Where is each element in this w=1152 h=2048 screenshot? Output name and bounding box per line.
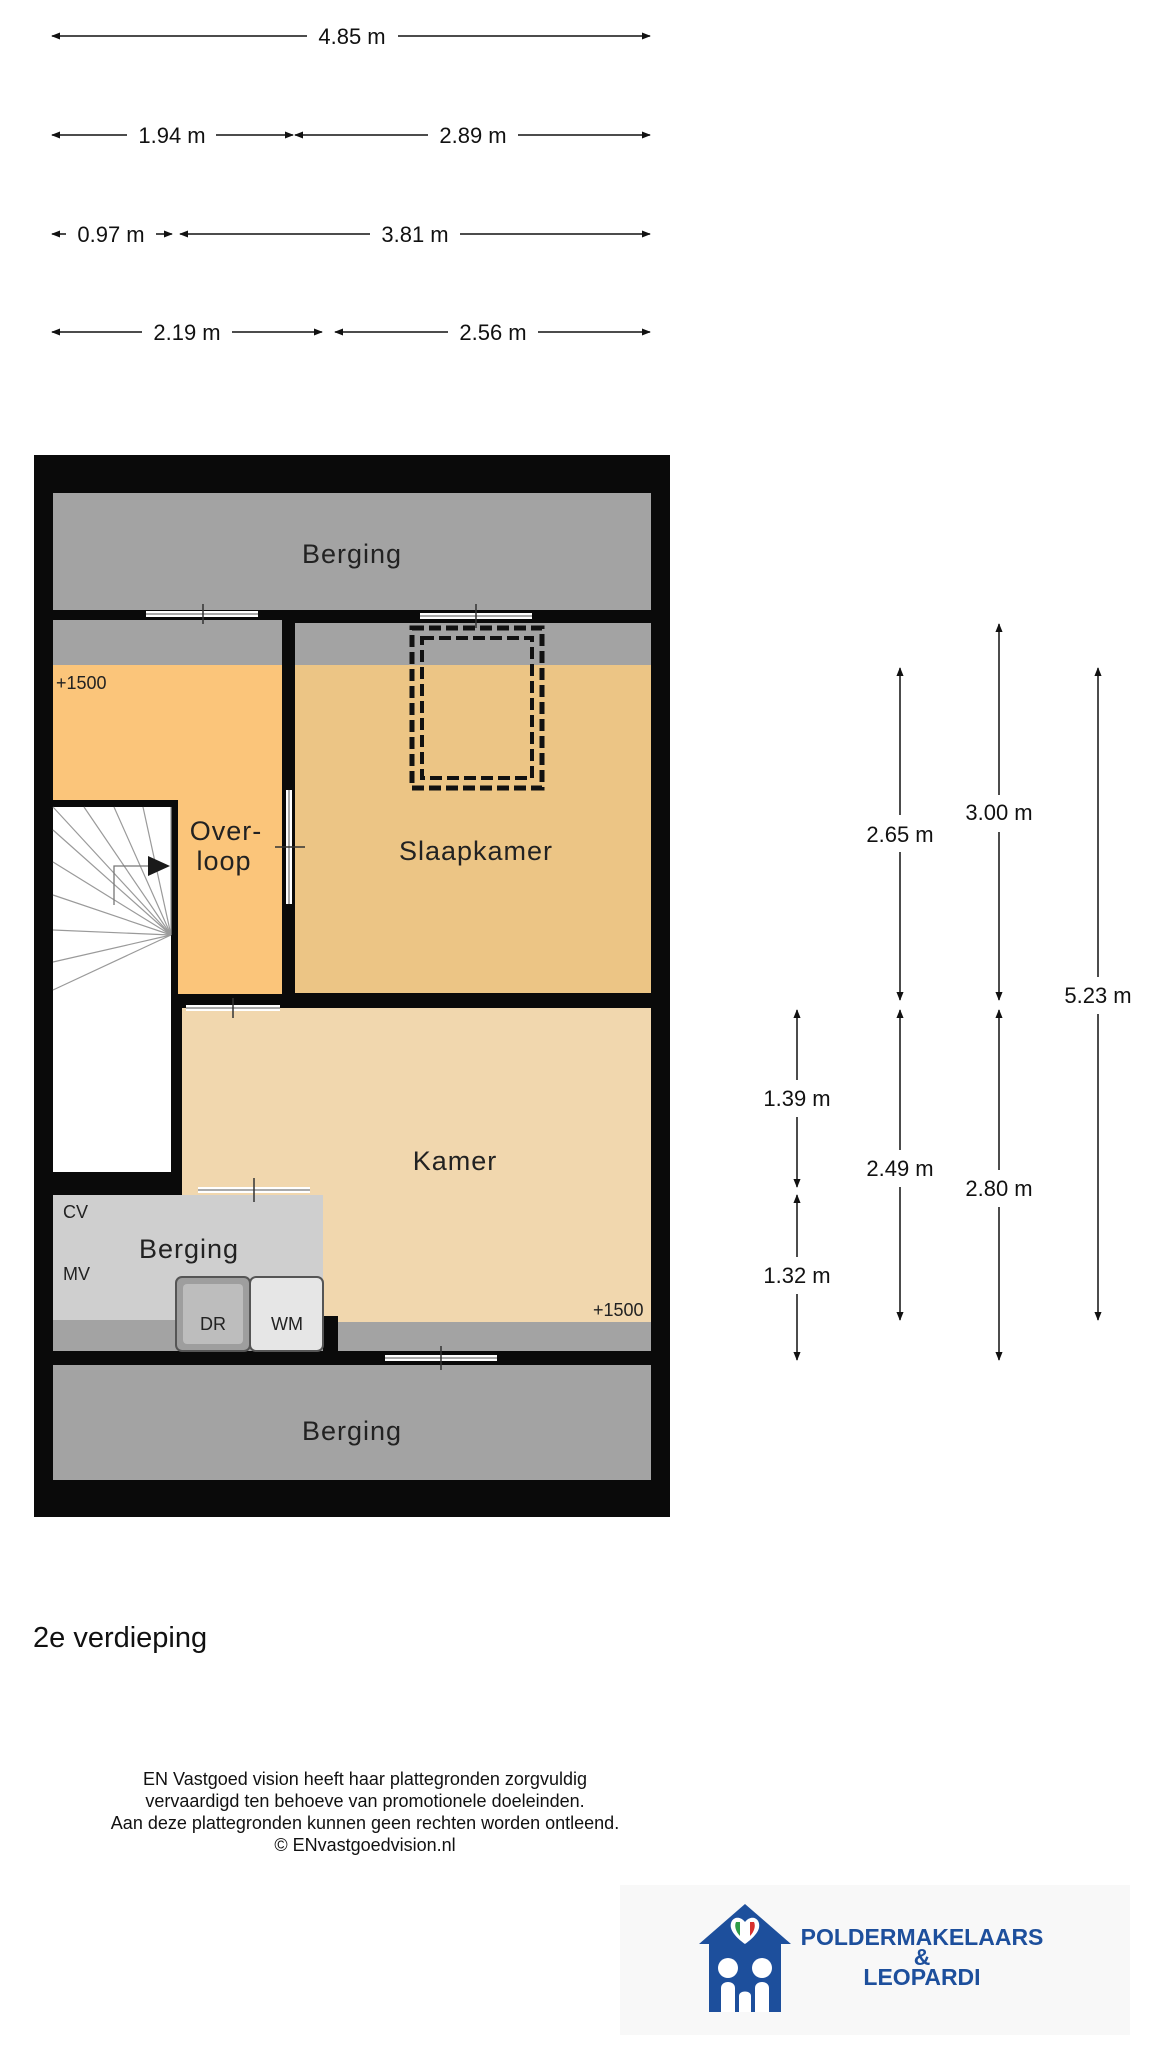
brand-logo: POLDERMAKELAARS & LEOPARDI <box>620 1885 1130 2035</box>
door <box>385 1346 497 1370</box>
dimension-line: 1.39 m <box>763 1009 831 1188</box>
brand-name: POLDERMAKELAARS & LEOPARDI <box>787 1924 1057 1990</box>
dimension-line: 2.49 m <box>866 1009 934 1321</box>
room-label-overloop-line1: Over- <box>190 816 263 846</box>
brand-line: POLDERMAKELAARS <box>800 1924 1044 1950</box>
dimension-line: 2.80 m <box>965 1009 1033 1361</box>
dimension-label: 1.32 m <box>763 1263 830 1288</box>
dimension-label: 2.19 m <box>153 320 220 345</box>
disclaimer-line: Aan deze plattegronden kunnen geen recht… <box>110 1813 620 1833</box>
dimension-label: 4.85 m <box>318 24 385 49</box>
room-label-berging-top: Berging <box>302 539 402 569</box>
dimension-label: 2.80 m <box>965 1176 1032 1201</box>
roof-hatch <box>409 625 545 791</box>
dimension-label: 1.94 m <box>138 123 205 148</box>
dimension-label: 2.56 m <box>459 320 526 345</box>
right-dimensions: 2.65 m 3.00 m 5.23 m 1.39 m 2.49 m 2.80 … <box>763 623 1132 1361</box>
dimension-line: 2.65 m <box>866 667 934 1001</box>
dimension-label: 0.97 m <box>77 222 144 247</box>
top-dimensions: 4.85 m 1.94 m 2.89 m 0.97 m 3.81 m 2.19 … <box>51 24 651 345</box>
room-label-berging-bottom: Berging <box>302 1416 402 1446</box>
room-label-slaapkamer: Slaapkamer <box>399 836 553 866</box>
dimension-line: 3.81 m <box>179 222 651 247</box>
dimension-label: 2.89 m <box>439 123 506 148</box>
door <box>186 998 280 1018</box>
cv-label: CV <box>63 1202 88 1222</box>
door <box>420 604 532 628</box>
plan: Berging Over- loop Slaapkamer Kamer Berg… <box>34 455 670 1517</box>
height-marker: +1500 <box>593 1300 644 1320</box>
house-heart-logo-icon <box>699 1904 791 2012</box>
door <box>198 1178 310 1202</box>
dimension-label: 3.81 m <box>381 222 448 247</box>
room-label-kamer: Kamer <box>413 1146 498 1176</box>
dimension-label: 5.23 m <box>1064 983 1131 1008</box>
dimension-label: 1.39 m <box>763 1086 830 1111</box>
room-berging-top <box>53 493 651 610</box>
mv-label: MV <box>63 1264 90 1284</box>
room-slaapkamer <box>295 665 651 993</box>
washing-machine-label: WM <box>271 1314 303 1334</box>
dimension-line: 2.56 m <box>334 320 651 345</box>
washing-machine <box>249 1276 324 1352</box>
room-berging-bottom <box>53 1365 651 1480</box>
disclaimer: EN Vastgoed vision heeft haar plattegron… <box>60 1768 670 1856</box>
dimension-line: 5.23 m <box>1064 667 1132 1321</box>
room-label-overloop-line2: loop <box>196 846 251 876</box>
disclaimer-line: vervaardigd ten behoeve van promotionele… <box>145 1791 585 1811</box>
dimension-label: 3.00 m <box>965 800 1032 825</box>
doors <box>146 604 532 1370</box>
dimension-label: 2.65 m <box>866 822 933 847</box>
door <box>146 604 258 624</box>
dimension-line: 1.32 m <box>763 1194 831 1361</box>
door <box>275 790 305 904</box>
stair-steps <box>52 806 172 991</box>
dryer-label: DR <box>200 1314 226 1334</box>
dimension-line: 3.00 m <box>965 623 1033 1001</box>
dimension-label: 2.49 m <box>866 1156 933 1181</box>
dimension-line: 2.89 m <box>294 123 651 148</box>
dimension-line: 1.94 m <box>51 123 294 148</box>
stair-direction-arrow-icon <box>148 856 170 876</box>
floor-plan: 4.85 m 1.94 m 2.89 m 0.97 m 3.81 m 2.19 … <box>34 24 1132 1517</box>
height-marker: +1500 <box>56 673 107 693</box>
dimension-line: 4.85 m <box>51 24 651 49</box>
floor-label: 2e verdieping <box>33 1622 208 1654</box>
room-label-berging-small: Berging <box>139 1234 239 1264</box>
dimension-line: 0.97 m <box>51 222 173 247</box>
brand-line: LEOPARDI <box>863 1964 981 1990</box>
disclaimer-line: EN Vastgoed vision heeft haar plattegron… <box>143 1769 587 1789</box>
brand-line: & <box>913 1944 931 1970</box>
dimension-line: 2.19 m <box>51 320 323 345</box>
room-overloop <box>53 665 282 800</box>
disclaimer-line: © ENvastgoedvision.nl <box>274 1835 456 1855</box>
